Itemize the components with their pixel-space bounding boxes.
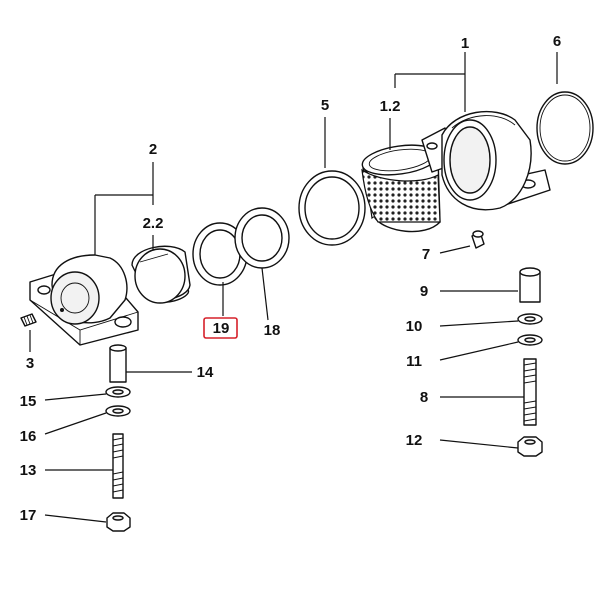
nut-part-12[interactable]: [517, 436, 543, 457]
highlight-box-part-19: [203, 317, 238, 339]
callout-labels: 1 1.2 6 5 2 2.2 19 18 3 7 9 10 11 8 12 1…: [20, 33, 562, 524]
washer-part-11[interactable]: [517, 334, 543, 346]
leader-lines: [29, 52, 558, 523]
grease-fitting-part-7[interactable]: [471, 230, 485, 249]
label-part-17[interactable]: 17: [20, 507, 37, 524]
label-part-9[interactable]: 9: [420, 283, 428, 300]
label-part-13[interactable]: 13: [20, 462, 37, 479]
bracket-housing-part-2[interactable]: [29, 254, 139, 346]
label-part-7[interactable]: 7: [422, 246, 430, 263]
label-part-10[interactable]: 10: [406, 318, 423, 335]
washer-part-16[interactable]: [105, 405, 131, 417]
seal-part-5[interactable]: [298, 170, 366, 246]
label-part-11[interactable]: 11: [406, 353, 422, 370]
stud-part-8[interactable]: [523, 358, 537, 426]
label-part-15[interactable]: 15: [20, 393, 37, 410]
spacer-part-9[interactable]: [519, 267, 541, 303]
label-part-19[interactable]: 19: [213, 320, 230, 337]
bushing-part-2-2[interactable]: [131, 244, 191, 305]
label-part-6[interactable]: 6: [553, 33, 561, 50]
label-part-3[interactable]: 3: [26, 355, 34, 372]
washer-part-10[interactable]: [517, 313, 543, 325]
label-part-2-2[interactable]: 2.2: [143, 215, 164, 232]
label-part-18[interactable]: 18: [264, 322, 281, 339]
label-part-1[interactable]: 1: [461, 35, 469, 52]
set-screw-part-3[interactable]: [20, 313, 37, 327]
washer-part-15[interactable]: [105, 386, 131, 398]
label-part-5[interactable]: 5: [321, 97, 329, 114]
seal-ring-part-18[interactable]: [234, 207, 290, 269]
needle-bearing-part-1-2[interactable]: [360, 141, 441, 233]
nut-part-17[interactable]: [106, 512, 131, 532]
spacer-part-14[interactable]: [109, 344, 127, 383]
label-part-16[interactable]: 16: [20, 428, 37, 445]
main-housing-part-1[interactable]: [421, 110, 551, 211]
label-part-8[interactable]: 8: [420, 389, 428, 406]
o-ring-part-6[interactable]: [536, 91, 594, 165]
label-part-2[interactable]: 2: [149, 141, 157, 158]
label-part-1-2[interactable]: 1.2: [380, 98, 401, 115]
stud-part-13[interactable]: [112, 433, 124, 499]
label-part-12[interactable]: 12: [406, 432, 423, 449]
label-part-14[interactable]: 14: [197, 364, 214, 381]
